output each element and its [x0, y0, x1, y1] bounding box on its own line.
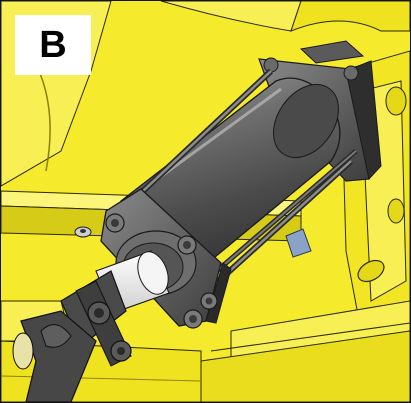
hydraulic-fitting: [285, 228, 312, 258]
bolt: [105, 213, 125, 233]
panel-label: B: [15, 15, 91, 75]
bolt: [200, 292, 218, 310]
bolt: [177, 235, 197, 255]
bolts: [105, 213, 218, 329]
clevis-linkage: [12, 270, 132, 402]
bolt: [183, 309, 203, 329]
